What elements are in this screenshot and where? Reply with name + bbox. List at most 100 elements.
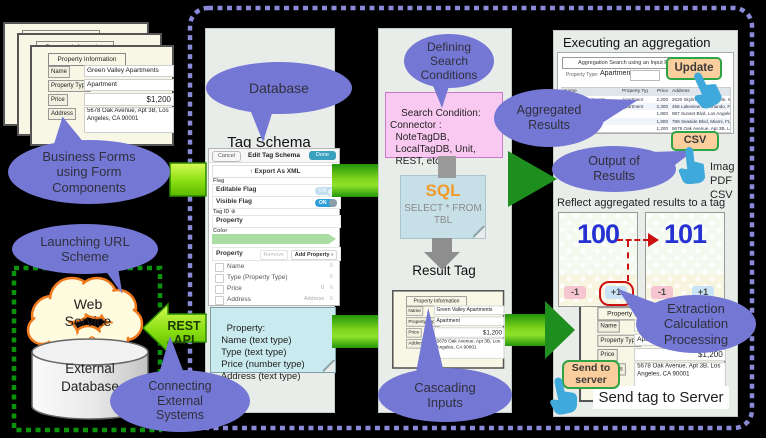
address-input[interactable]: 5678 Oak Avenue, Apt 3B, Los Angeles, CA… <box>434 338 505 359</box>
cancel-button[interactable]: Cancel <box>212 151 241 162</box>
reflect-caption: Reflect aggregated results to a tag <box>557 197 726 209</box>
address-label: Address <box>48 108 77 120</box>
sql-title: SQL <box>425 181 461 200</box>
cell: 1,800 <box>656 118 669 124</box>
cell <box>622 110 648 117</box>
sql-box: SQL SELECT * FROM TBL <box>400 175 486 239</box>
export-xml-button[interactable]: ↑ Export As XML <box>212 165 338 178</box>
color-swatch-bar[interactable] <box>212 234 336 244</box>
export-icon: ↑ <box>249 168 253 175</box>
launching-url-bubble: Launching URL Scheme <box>12 224 158 274</box>
aggregated-results-bubble: Aggregated Results <box>494 89 604 147</box>
editable-flag-label: Editable Flag <box>216 186 257 193</box>
price-input[interactable]: $1,200 <box>434 327 505 338</box>
address-input[interactable]: 5678 Oak Avenue, Apt 3B, Los Angeles, CA… <box>634 362 726 389</box>
output-results-bubble: Output of Results <box>552 146 676 192</box>
extraction-processing-bubble: Extraction Calculation Processing <box>636 295 756 353</box>
name-input[interactable]: Green Valley Apartments <box>434 305 505 315</box>
sql-fold-corner <box>473 226 485 238</box>
property-section-header: Property Remove Add Property › <box>212 247 341 261</box>
tag-id-field[interactable]: Property <box>212 215 341 228</box>
drag-handle-icon[interactable]: ≡ <box>329 285 333 291</box>
name-label: Name <box>597 320 620 333</box>
cell: 789 Seaside Blvd, Miami, FL 33101 <box>672 118 730 124</box>
property-section-label: Property <box>216 250 243 257</box>
red-dashed-line-horizontal <box>617 239 649 241</box>
name-label: Name <box>406 306 424 316</box>
checkbox-icon[interactable] <box>215 274 224 283</box>
editable-flag-toggle[interactable]: ON <box>315 187 337 197</box>
remove-button[interactable]: Remove <box>259 249 288 260</box>
tag-value-before: 100 <box>576 219 620 249</box>
flow-arrow-top-segment1 <box>169 162 207 197</box>
price-label: Price <box>406 328 422 338</box>
red-dashed-line-vertical <box>627 241 629 281</box>
checkbox-icon[interactable] <box>215 296 224 305</box>
toggle-state: ON <box>319 188 327 194</box>
toggle-knob <box>329 199 337 207</box>
property-note-text: Property: Name (text type) Type (text ty… <box>220 323 305 382</box>
row-value: 0 <box>320 285 324 291</box>
visible-flag-label: Visible Flag <box>216 198 253 205</box>
edit-tag-schema-card: Cancel Edit Tag Schema Done ↑ Export As … <box>208 148 341 306</box>
rest-api-label: REST API <box>167 319 201 347</box>
col-type: Property Type <box>622 89 648 94</box>
format-pdf: PDF <box>710 175 732 187</box>
cell: 1,200 <box>656 125 669 131</box>
toggle-state: ON <box>319 200 327 206</box>
row-label: Address <box>227 296 251 303</box>
done-button[interactable]: Done <box>309 151 336 160</box>
address-input[interactable]: 5678 Oak Avenue, Apt 3B, Los Angeles, CA… <box>84 107 174 133</box>
export-label: Export As XML <box>254 168 301 175</box>
name-input[interactable]: Green Valley Apartments <box>84 65 174 77</box>
cell <box>622 125 648 132</box>
col-price: Price <box>657 89 668 94</box>
param-value: Apartment <box>600 70 633 77</box>
drag-handle-icon[interactable]: ≡ <box>329 263 333 269</box>
defining-search-bubble: Defining Search Conditions <box>404 34 494 88</box>
type-input[interactable]: Apartment <box>434 316 505 326</box>
red-arrow-head <box>648 233 659 247</box>
checkbox-icon[interactable] <box>215 263 224 272</box>
type-input[interactable]: Apartment <box>84 79 174 91</box>
sql-statement: SELECT * FROM TBL <box>404 203 482 226</box>
row-label: Price <box>227 285 242 292</box>
format-image: Image <box>710 161 735 173</box>
business-form-front: Property Information Name Green Valley A… <box>30 45 174 146</box>
web-service-label: Web Service <box>64 296 112 329</box>
cloud-connector-doodle <box>89 341 101 353</box>
chevron-right-icon: › <box>331 251 333 258</box>
connecting-systems-bubble: Connecting External Systems <box>110 370 250 432</box>
add-property-label: Add Property <box>294 251 330 258</box>
database-bubble: Database <box>206 62 352 114</box>
price-label: Price <box>48 94 68 106</box>
cascading-inputs-bubble: Cascading Inputs <box>378 368 512 422</box>
send-tag-caption: Send tag to Server <box>598 389 724 406</box>
add-property-button[interactable]: Add Property › <box>290 249 337 260</box>
row-label: Type (Property Type) <box>227 274 288 281</box>
cursor-hand-icon <box>676 145 707 190</box>
business-forms-bubble: Business Forms using Form Components <box>8 140 170 204</box>
cell: 2,200 <box>656 97 669 102</box>
tag-id-value: Property <box>216 217 243 224</box>
property-note: Property: Name (text type) Type (text ty… <box>210 307 336 382</box>
aggregation-title: Executing an aggregation <box>563 35 711 50</box>
flow-arrow-top-head <box>508 151 557 207</box>
row-value: Address <box>303 296 324 302</box>
flow-arrow-bottom-segment <box>332 315 378 348</box>
checkbox-icon[interactable] <box>215 285 224 294</box>
visible-flag-toggle[interactable]: ON <box>315 199 337 207</box>
note-fold-corner <box>323 360 335 372</box>
drag-handle-icon[interactable]: ≡ <box>329 296 333 302</box>
param-input[interactable] <box>630 70 660 81</box>
cell <box>622 118 648 125</box>
drag-handle-icon[interactable]: ≡ <box>329 274 333 280</box>
search-condition-box: Search Condition: Connector : NoteTagDB,… <box>385 92 503 167</box>
name-label: Name <box>48 66 71 78</box>
price-input[interactable]: $1,200 <box>84 93 174 106</box>
param-label: Property Type: <box>566 72 599 78</box>
cell: 2,300 <box>656 104 669 110</box>
color-section-label: Color <box>213 228 228 234</box>
schema-row-address[interactable]: Address Address ≡ <box>212 294 336 305</box>
